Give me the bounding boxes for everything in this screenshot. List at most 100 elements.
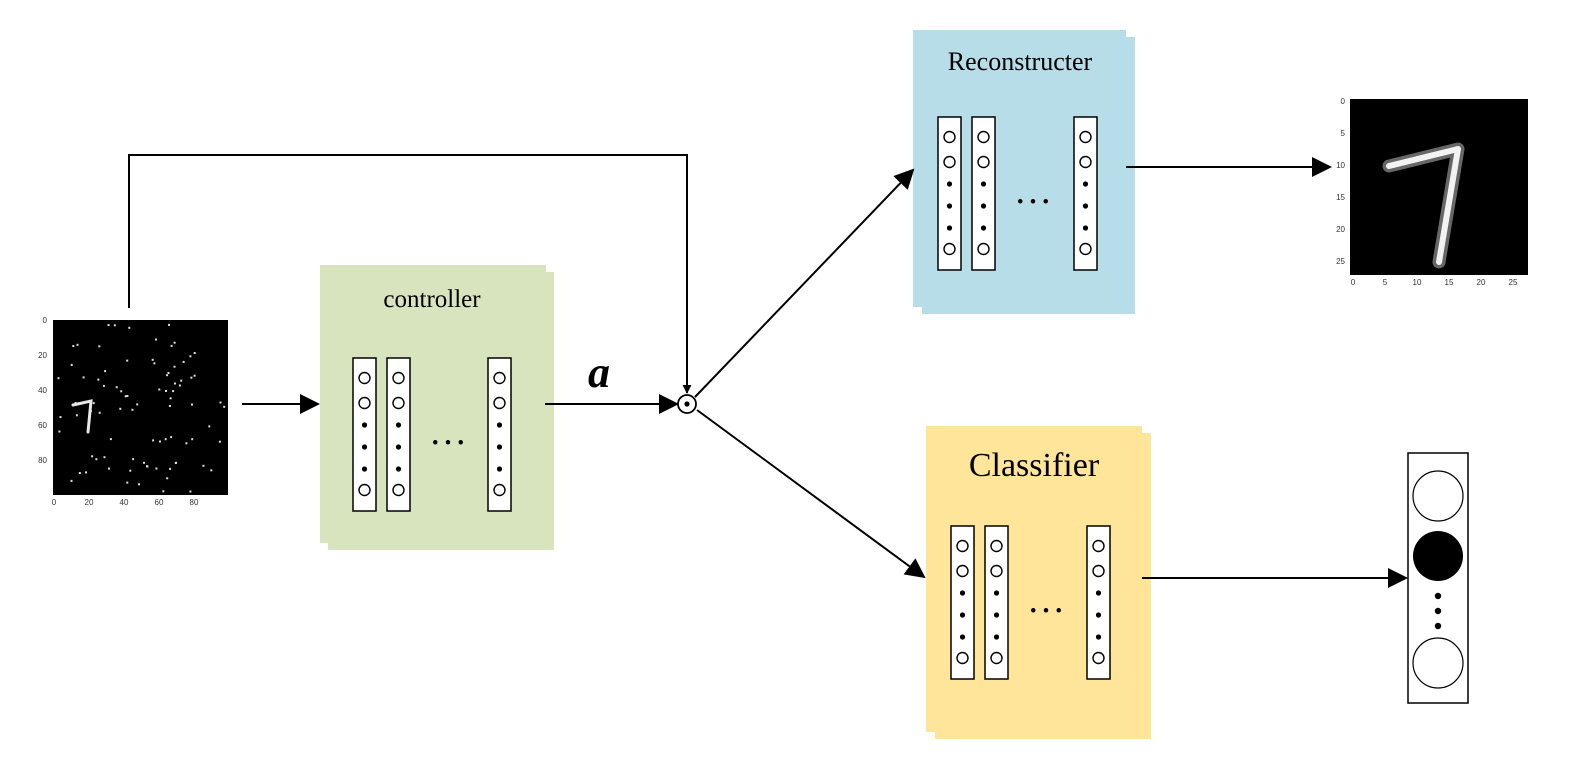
neuron-unit <box>1092 651 1105 665</box>
noise-pixel <box>193 352 196 354</box>
neuron-ellipsis-dot <box>395 444 402 450</box>
output-x-tick: 10 <box>1413 278 1422 287</box>
output-unit-empty <box>1412 470 1464 522</box>
noise-pixel <box>178 384 181 387</box>
output-ellipsis-dot <box>1434 607 1442 615</box>
input-x-tick: 20 <box>85 498 94 507</box>
noise-pixel <box>155 467 158 470</box>
noise-pixel <box>91 455 94 458</box>
noise-pixel <box>218 440 221 443</box>
noise-pixel <box>165 390 167 392</box>
input-x-tick: 40 <box>120 498 129 507</box>
layer-frame <box>386 357 411 512</box>
input-x-tick: 80 <box>190 498 199 507</box>
input-y-tick: 0 <box>43 316 48 325</box>
classifier-block: Classifier … <box>926 426 1151 739</box>
noise-pixel <box>170 344 173 347</box>
layer-frame <box>1086 525 1111 680</box>
noise-pixel <box>208 425 211 428</box>
neuron-unit <box>943 130 956 144</box>
neuron-unit <box>943 242 956 256</box>
digit-seven-large <box>1386 146 1461 265</box>
noise-pixel <box>70 363 73 366</box>
input-x-tick: 60 <box>155 498 164 507</box>
neuron-ellipsis-dot <box>980 181 987 187</box>
noise-pixel <box>58 430 61 433</box>
connections <box>128 154 1408 588</box>
neuron-unit <box>1092 539 1105 553</box>
neuron-ellipsis-dot <box>496 422 503 428</box>
noise-pixel <box>136 403 139 406</box>
input-y-tick: 80 <box>38 456 47 465</box>
noise-pixel <box>175 461 177 464</box>
noise-pixel <box>98 411 101 414</box>
noise-pixel <box>164 438 167 441</box>
controller-label: controller <box>383 286 481 313</box>
noise-pixel <box>109 438 112 441</box>
neuron-unit <box>493 371 506 385</box>
noise-pixel <box>98 345 101 348</box>
noise-pixel <box>167 372 170 374</box>
neuron-ellipsis-dot <box>361 444 368 450</box>
neuron-ellipsis-dot <box>496 444 503 450</box>
neuron-unit <box>977 130 990 144</box>
classifier-layer-n <box>1086 525 1111 680</box>
neuron-ellipsis-dot <box>946 203 953 209</box>
layer-frame <box>971 116 996 271</box>
noise-pixel <box>158 388 161 391</box>
neuron-unit <box>392 371 405 385</box>
noise-pixel <box>169 467 172 470</box>
neuron-unit <box>990 564 1003 578</box>
noise-pixel <box>108 467 110 470</box>
noise-pixel <box>72 345 75 347</box>
reconstructer-ellipsis: … <box>1014 170 1052 212</box>
noise-pixel <box>138 483 140 486</box>
output-ellipsis-dot <box>1434 622 1442 630</box>
output-reconstructed-image: 0 5 10 15 20 25 0 5 10 15 20 25 <box>1336 97 1528 287</box>
noise-pixel <box>190 376 193 379</box>
output-unit-empty <box>1412 637 1464 689</box>
input-y-tick: 20 <box>38 351 47 360</box>
neuron-unit <box>990 539 1003 553</box>
noise-pixel <box>92 402 95 405</box>
noise-pixel <box>97 378 100 381</box>
layer-frame <box>950 525 975 680</box>
noise-pixel <box>159 440 161 443</box>
noise-pixel <box>174 382 176 385</box>
noise-pixel <box>132 458 135 461</box>
output-y-tick: 25 <box>1336 257 1345 266</box>
neuron-ellipsis-dot <box>1095 634 1102 640</box>
noise-pixel <box>173 365 176 368</box>
neuron-ellipsis-dot <box>946 181 953 187</box>
noise-pixel <box>120 390 123 393</box>
noise-pixel <box>166 477 169 480</box>
neuron-ellipsis-dot <box>946 225 953 231</box>
neuron-ellipsis-dot <box>1095 612 1102 618</box>
layer-frame <box>352 357 377 512</box>
input-y-tick: 40 <box>38 386 47 395</box>
digit-seven-small <box>71 399 93 434</box>
output-x-tick: 5 <box>1383 278 1388 287</box>
noise-pixel <box>107 324 110 326</box>
neuron-unit <box>358 396 371 410</box>
noise-pixel <box>152 439 155 442</box>
noise-pixel <box>168 405 171 407</box>
neuron-ellipsis-dot <box>1095 590 1102 596</box>
controller-layer-1 <box>352 357 377 512</box>
neuron-ellipsis-dot <box>395 422 402 428</box>
output-unit-active <box>1413 531 1463 581</box>
reconstructer-block: Reconstructer … <box>913 30 1135 314</box>
noise-pixel <box>57 377 60 380</box>
output-ellipsis-dot <box>1434 592 1442 600</box>
reconstructer-layer-n <box>1073 116 1098 271</box>
noise-pixel <box>189 490 192 493</box>
product-to-classifier-arrow <box>696 409 926 579</box>
reconstructer-layer-2 <box>971 116 996 271</box>
noise-pixel <box>129 469 132 472</box>
neuron-ellipsis-dot <box>980 225 987 231</box>
noise-pixel <box>166 374 169 377</box>
neuron-ellipsis-dot <box>1082 203 1089 209</box>
neuron-ellipsis-dot <box>993 590 1000 596</box>
neuron-ellipsis-dot <box>959 612 966 618</box>
